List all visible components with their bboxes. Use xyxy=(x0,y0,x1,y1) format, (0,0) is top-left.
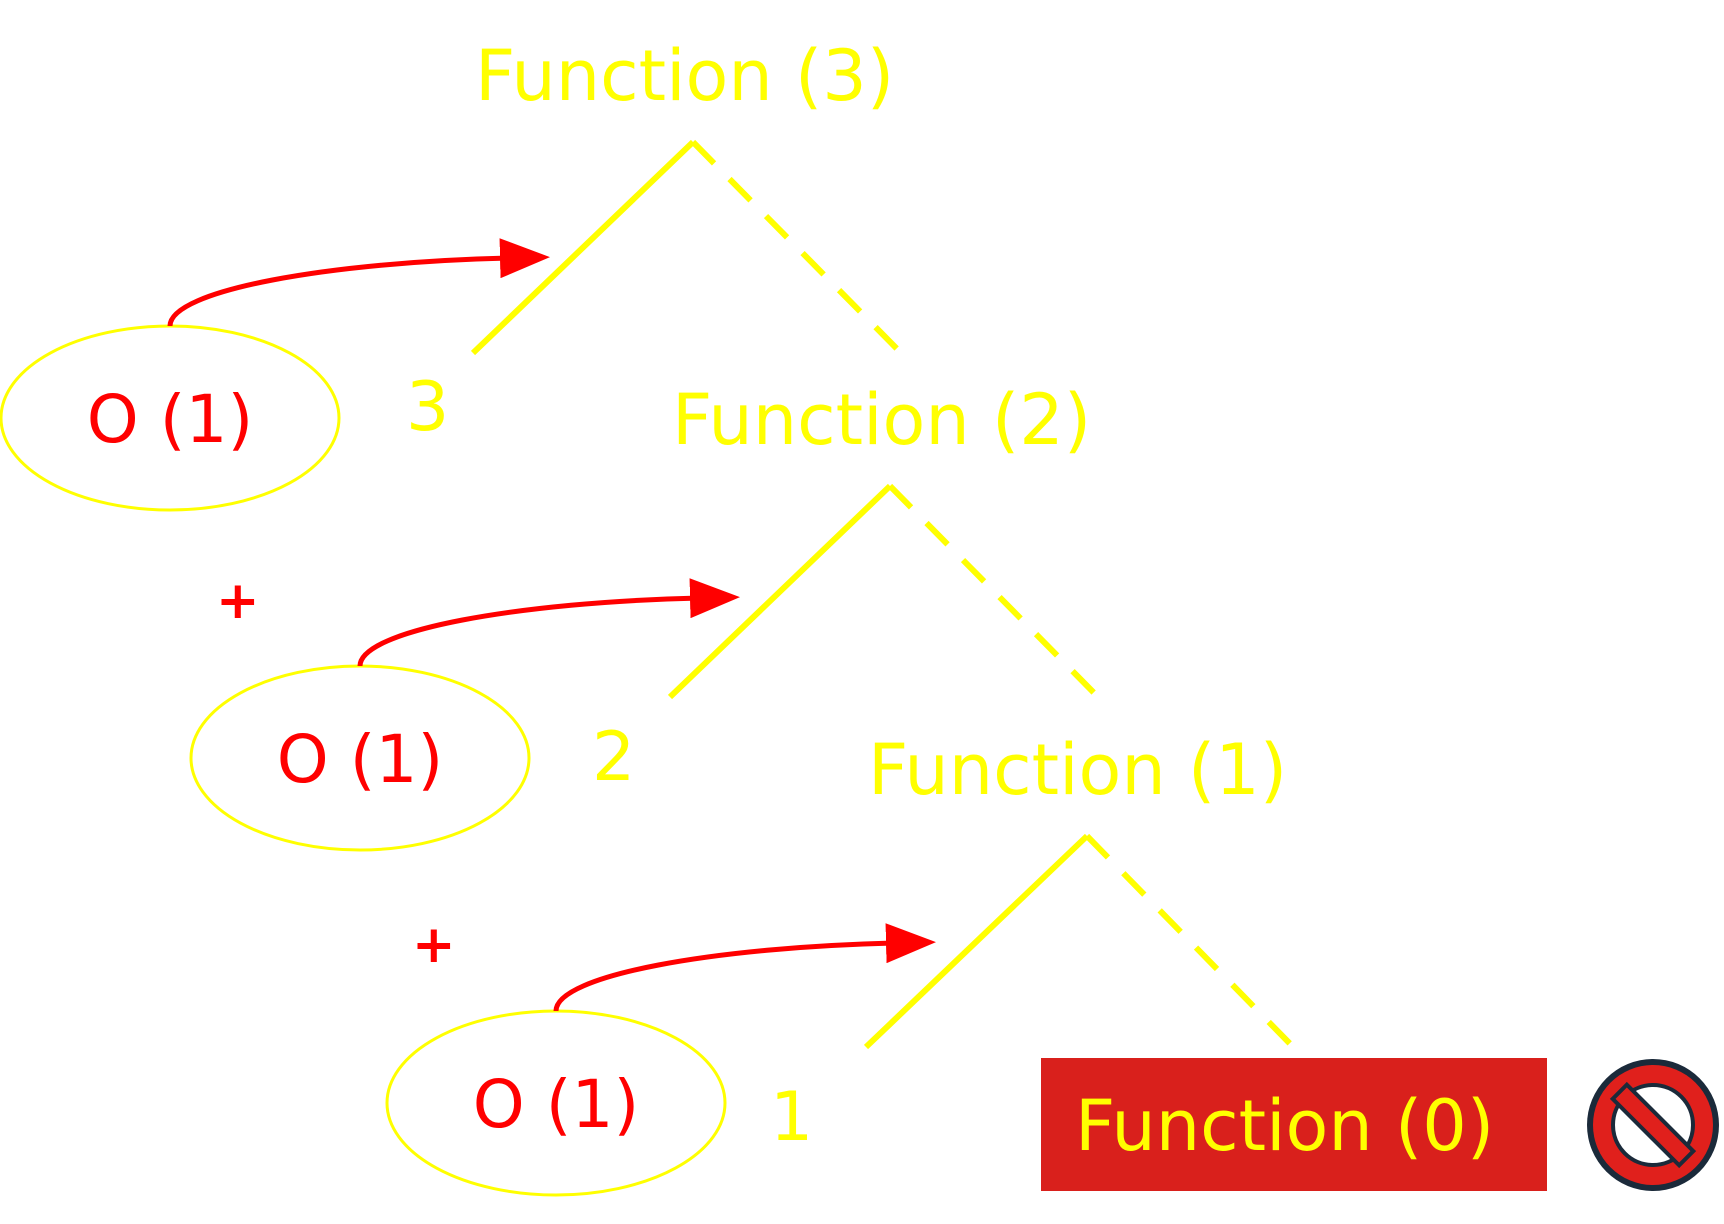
node-function-2: Function (2) xyxy=(672,379,1091,461)
cost-label-3: O (1) xyxy=(473,1066,639,1143)
base-case-box xyxy=(1041,1058,1547,1191)
node-function-0: Function (0) xyxy=(1075,1085,1494,1167)
plus-sign-2: + xyxy=(412,915,456,975)
cost-arrow-2 xyxy=(357,578,740,667)
edge-dashed-3-to-2 xyxy=(690,139,911,363)
node-function-1: Function (1) xyxy=(868,729,1287,811)
value-label-3: 3 xyxy=(406,368,449,447)
cost-arrow-1 xyxy=(167,238,550,327)
edge-dashed-2-to-1 xyxy=(887,483,1108,707)
cost-label-1: O (1) xyxy=(87,381,253,458)
prohibited-icon xyxy=(1587,1059,1719,1191)
cost-label-2: O (1) xyxy=(277,721,443,798)
edge-solid-3-to-value xyxy=(470,139,696,356)
edge-solid-2-to-value xyxy=(667,483,893,700)
value-label-2: 2 xyxy=(592,718,635,797)
node-function-3: Function (3) xyxy=(475,35,894,117)
value-label-1: 1 xyxy=(770,1078,813,1157)
plus-sign-1: + xyxy=(216,571,260,631)
edge-solid-1-to-value xyxy=(863,833,1090,1050)
cost-arrow-3 xyxy=(553,923,936,1012)
edge-dashed-1-to-0 xyxy=(1084,833,1305,1059)
